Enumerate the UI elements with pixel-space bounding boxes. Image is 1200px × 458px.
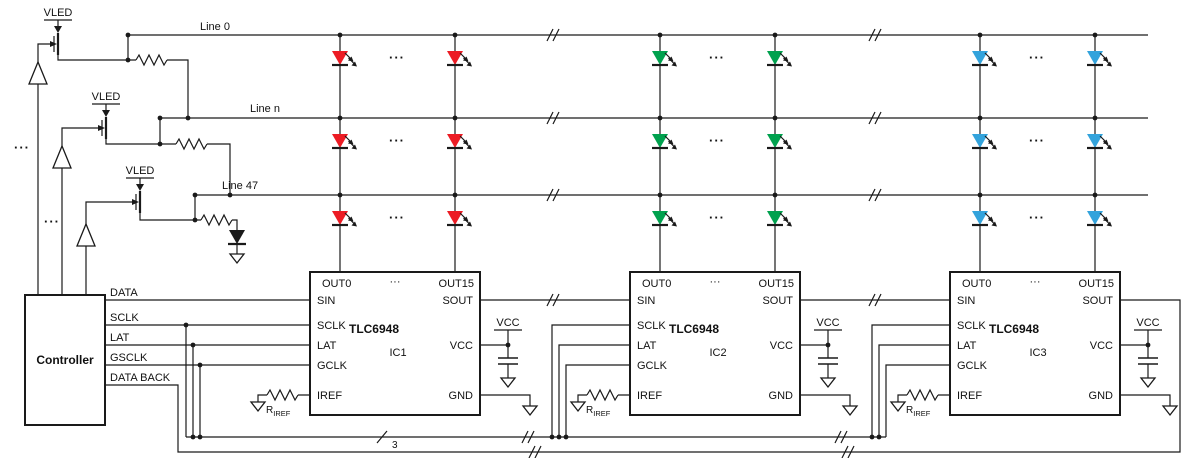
ic3-pin-sout: SOUT (1082, 295, 1113, 307)
controller-signal-sclk: SCLK (110, 312, 139, 324)
ic2-pin-sin: SIN (637, 295, 655, 307)
controller-signal-databack: DATA BACK (110, 372, 171, 384)
riref-sub: IREF (593, 409, 611, 418)
ic2-designator: IC2 (709, 347, 726, 359)
vcc-rail-label-1: VCC (496, 317, 519, 329)
gate-buffer-icons (28, 60, 96, 247)
vcc-rail-label-2: VCC (816, 317, 839, 329)
led-column-buses (339, 35, 1096, 272)
ic3-part-number: TLC6948 (989, 322, 1039, 336)
ic2-pin-sclk: SCLK (637, 320, 666, 332)
controller-signal-gsclk: GSCLK (110, 352, 148, 364)
ic2-pin-sout: SOUT (762, 295, 793, 307)
controller-label: Controller (36, 353, 94, 367)
control-bus-wires (105, 324, 950, 438)
buffer-1-icon (28, 60, 48, 85)
buffer-input-wires (37, 84, 87, 295)
ellipsis: ··· (1029, 210, 1045, 225)
ic3-box (949, 271, 1121, 416)
controller-signal-data: DATA (110, 287, 138, 299)
ic1-part-number: TLC6948 (349, 322, 399, 336)
ic2-pin-lat: LAT (637, 340, 657, 352)
ic3-pin-lat: LAT (957, 340, 977, 352)
ic3-pin-sin: SIN (957, 295, 975, 307)
zener-diode-icon (228, 230, 246, 246)
mosfet-channels (56, 33, 142, 213)
ic3-pin-vcc: VCC (1090, 340, 1113, 352)
riref-base: R (266, 405, 273, 416)
mosfet-gate-arrows (50, 41, 139, 205)
ellipsis: ··· (389, 210, 405, 225)
ic2-pin-iref: IREF (637, 390, 662, 402)
riref-label-1: RIREF (266, 405, 291, 418)
vled-label-3: VLED (126, 165, 155, 177)
serial-chain-wires (105, 299, 1181, 453)
ic3-designator: IC3 (1029, 347, 1046, 359)
ic2-pin-vcc: VCC (770, 340, 793, 352)
riref-label-2: RIREF (586, 405, 611, 418)
ic2-pin-gclk: GCLK (637, 360, 668, 372)
ellipsis: ··· (389, 50, 405, 65)
ic2-box (629, 271, 801, 416)
ic3-pin-sclk: SCLK (957, 320, 986, 332)
ic1-box (309, 271, 481, 416)
riref-label-3: RIREF (906, 405, 931, 418)
ic2-pin-out15: OUT15 (759, 278, 794, 290)
ic2-pin-out0: OUT0 (642, 278, 671, 290)
ic2-labels: OUT0 ··· OUT15 SIN SCLK LAT GCLK IREF SO… (586, 276, 840, 418)
vcc-rail-label-3: VCC (1136, 317, 1159, 329)
ellipsis: ··· (389, 133, 405, 148)
ic1-pin-iref: IREF (317, 390, 342, 402)
ic3-pin-gnd: GND (1089, 390, 1114, 402)
line-n-label: Line n (250, 103, 280, 115)
ic1-pin-lat: LAT (317, 340, 337, 352)
ellipsis: ··· (709, 133, 725, 148)
ic2-part-number: TLC6948 (669, 322, 719, 336)
ic1-designator: IC1 (389, 347, 406, 359)
ic1-pin-sclk: SCLK (317, 320, 346, 332)
ellipsis: ··· (1029, 133, 1045, 148)
ic3-pin-out0: OUT0 (962, 278, 991, 290)
ellipsis: ··· (1029, 50, 1045, 65)
riref-sub: IREF (913, 409, 931, 418)
buffer-2-icon (52, 144, 72, 169)
line47-label: Line 47 (222, 180, 258, 192)
ellipsis: ··· (14, 140, 30, 155)
ic1-pin-sin: SIN (317, 295, 335, 307)
ic3-pin-out15: OUT15 (1079, 278, 1114, 290)
ic3-labels: OUT0 ··· OUT15 SIN SCLK LAT GCLK IREF SO… (906, 276, 1160, 418)
vled-arrowheads (54, 26, 144, 191)
vled-label-2: VLED (92, 91, 121, 103)
ic1-pin-out0: OUT0 (322, 278, 351, 290)
ic2-pin-gnd: GND (769, 390, 794, 402)
ic3-pin-iref: IREF (957, 390, 982, 402)
ellipsis: ··· (709, 50, 725, 65)
ic1-pin-gnd: GND (449, 390, 474, 402)
ellipsis: ··· (709, 210, 725, 225)
ic1-pin-sout: SOUT (442, 295, 473, 307)
ellipsis: ··· (390, 276, 401, 288)
controller-box (24, 294, 106, 426)
ic1-labels: OUT0 ··· OUT15 SIN SCLK LAT GCLK IREF SO… (266, 276, 520, 418)
ellipsis: ··· (1030, 276, 1041, 288)
ellipsis: ··· (710, 276, 721, 288)
bus-width-slash (376, 430, 388, 444)
bus-width-label: 3 (392, 440, 398, 451)
ic1-pin-gclk: GCLK (317, 360, 348, 372)
buffer-3-icon (76, 222, 96, 247)
ic3-pin-gclk: GCLK (957, 360, 988, 372)
ic1-pin-out15: OUT15 (439, 278, 474, 290)
controller-signal-lat: LAT (110, 332, 130, 344)
line0-label: Line 0 (200, 21, 230, 33)
vled-label-1: VLED (44, 7, 73, 19)
riref-sub: IREF (273, 409, 291, 418)
ellipsis: ··· (44, 214, 60, 229)
riref-base: R (586, 405, 593, 416)
riref-base: R (906, 405, 913, 416)
ic1-pin-vcc: VCC (450, 340, 473, 352)
